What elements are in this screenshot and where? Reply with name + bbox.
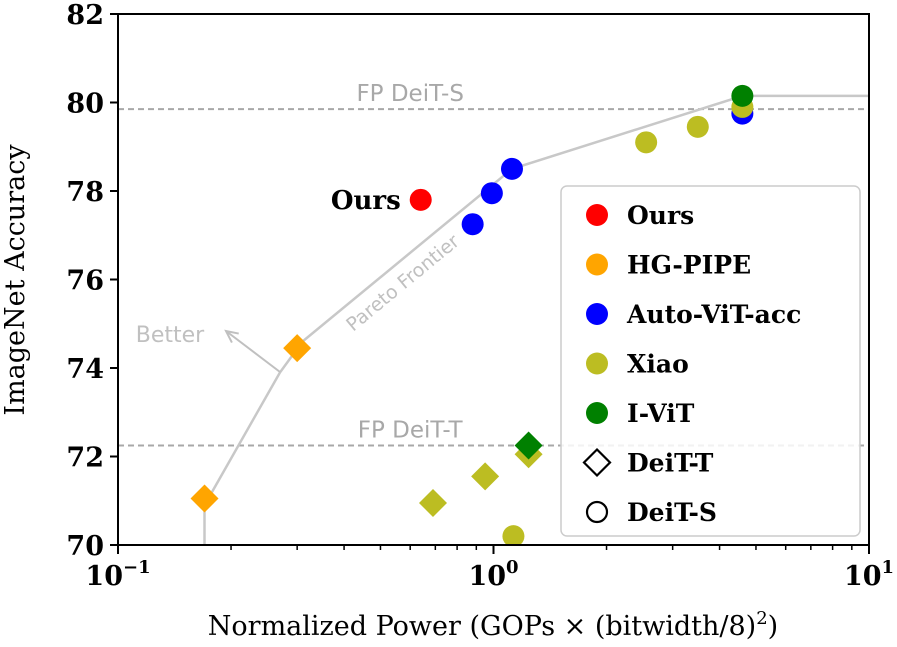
y-tick-label-76: 76 [66,266,104,297]
y-tick-label-74: 74 [66,354,104,385]
x-axis-label-end: ) [768,611,779,642]
legend-deit-s-marker [585,500,609,524]
x-axis-label: Normalized Power (GOPs × (bitwidth/8)2) [208,608,778,642]
y-tick-label-72: 72 [66,443,104,474]
i-vit-point-0 [514,431,543,460]
y-tick-label-70: 70 [66,531,104,562]
x-tick-label-2: 101 [844,557,894,592]
better-label: Better [136,323,205,348]
y-tick-label-80: 80 [66,89,104,120]
annotation-ours-label: Ours [331,186,401,216]
y-axis-ticks: 70 72 74 76 78 80 82 [66,0,118,562]
legend-auto-vit-acc-label: Auto-ViT-acc [626,300,801,329]
legend-xiao-marker [586,352,608,375]
x-axis-label-main: Normalized Power (GOPs × (bitwidth/8) [208,611,756,642]
x-tick-label-0: 10−1 [85,557,150,592]
x-axis-label-sup: 2 [756,608,767,629]
auto-vit-acc-point-0 [461,213,484,236]
i-vit-point-1 [731,84,754,107]
legend-i-vit-label: I-ViT [627,399,695,428]
legend-xiao-label: Xiao [627,350,689,379]
auto-vit-acc-point-2 [500,157,523,180]
xiao-point-1 [471,462,500,491]
reference-line-label-0: FP DeiT-S [356,81,464,107]
legend-hg-pipe-label: HG-PIPE [627,251,751,280]
better-arrow [225,330,281,373]
x-tick-label-1: 100 [468,557,518,592]
pareto-frontier-label: Pareto Frontier [342,230,464,336]
y-tick-label-82: 82 [66,0,104,31]
hg-pipe-point-1 [283,334,312,363]
xiao-point-0 [418,488,447,517]
xiao-point-5 [686,115,709,138]
legend-hg-pipe-marker [586,253,608,276]
xiao-point-3 [502,525,525,545]
hg-pipe-point-0 [190,484,219,513]
legend-deit-s-label: DeiT-S [627,498,717,527]
y-tick-label-78: 78 [66,177,104,208]
better-arrow-head [224,329,239,344]
legend-i-vit-marker [586,402,608,424]
legend-ours-label: Ours [627,201,694,230]
auto-vit-acc-point-1 [480,182,503,205]
y-axis-label: ImageNet Accuracy [0,144,31,416]
x-axis-ticks: 10−1 100 101 [85,545,894,592]
legend-ours-marker [586,204,608,226]
legend-deit-t-marker [582,447,612,478]
reference-line-label-1: FP DeiT-T [358,417,464,443]
legend-auto-vit-acc-marker [586,303,608,325]
xiao-point-4 [635,131,658,154]
ours-point-0 [409,188,432,211]
legend-deit-t-label: DeiT-T [627,449,714,478]
data-markers [190,84,754,545]
legend-box [560,185,861,537]
